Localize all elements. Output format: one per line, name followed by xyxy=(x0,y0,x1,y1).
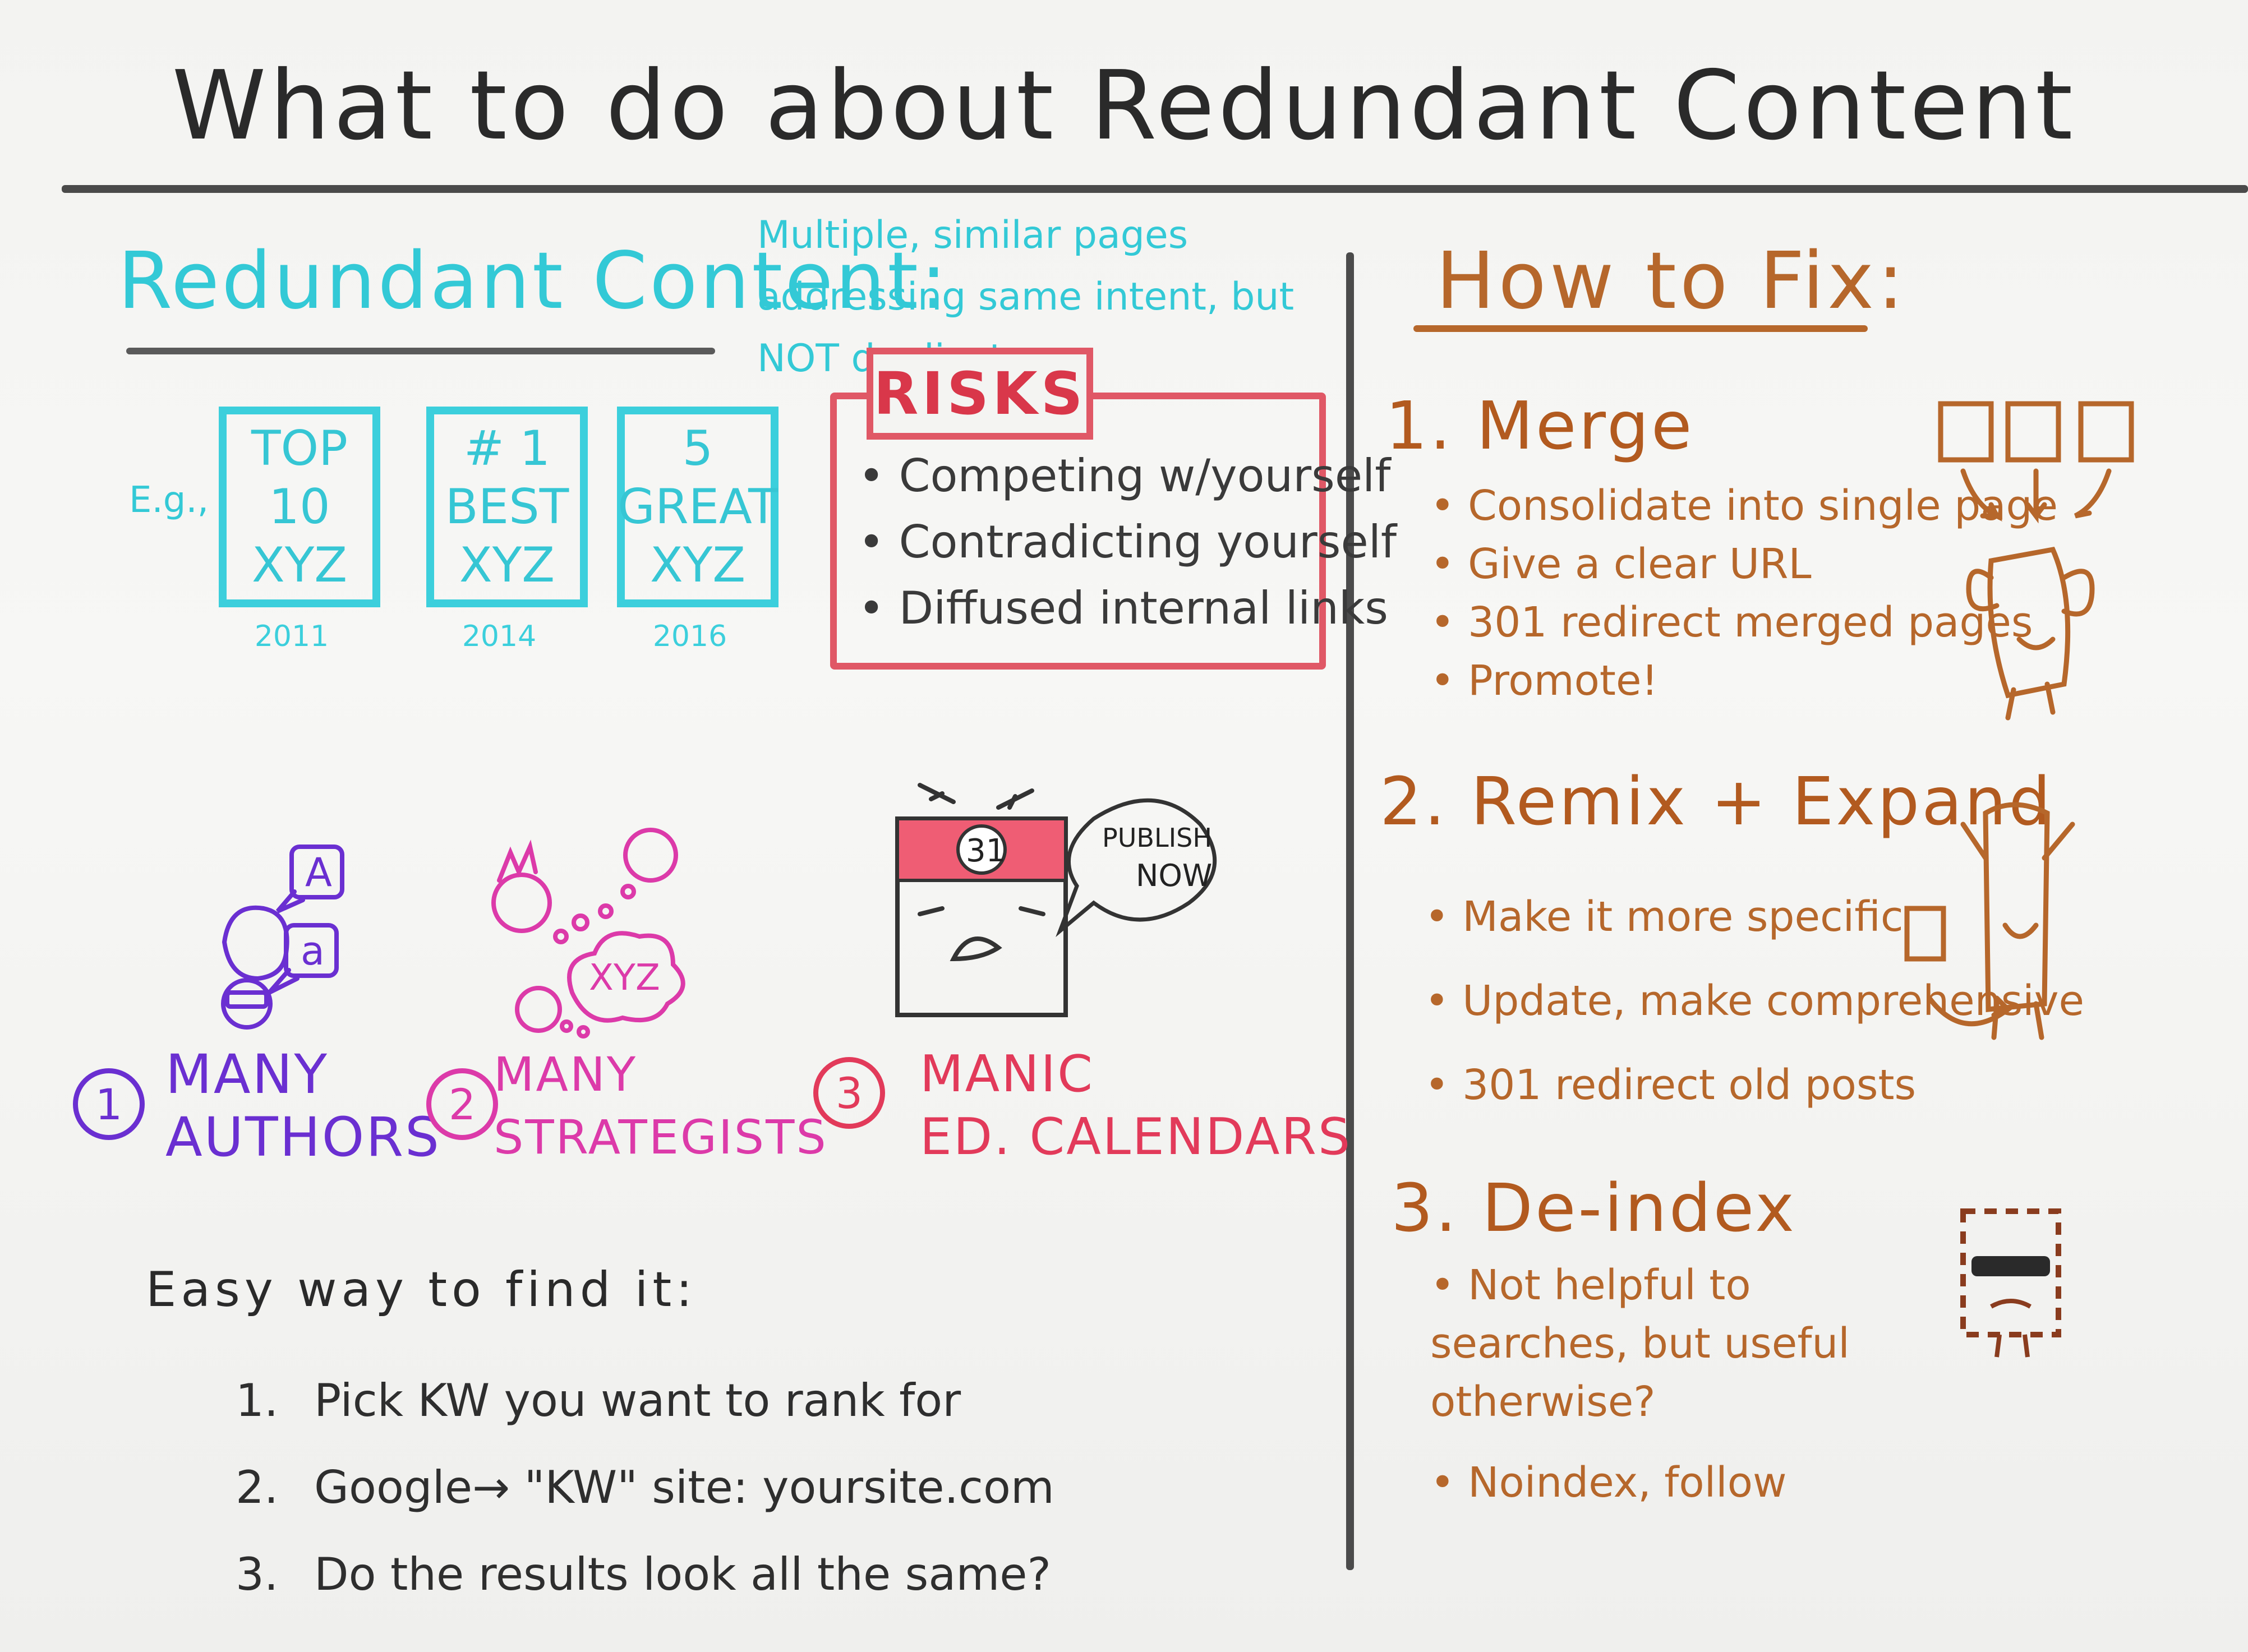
fix-heading: How to Fix: xyxy=(1436,236,1908,327)
example-1-line-3: XYZ xyxy=(251,537,348,593)
example-3-line-3: XYZ xyxy=(649,537,746,593)
examples-label: E.g., xyxy=(129,479,209,521)
risks-heading: RISKS xyxy=(867,348,1093,440)
easy-step-3: 3. Do the results look all the same? xyxy=(236,1531,1054,1618)
cause-2-line-2: STRATEGISTS xyxy=(494,1110,828,1165)
easy-step-1-text: Pick KW you want to rank for xyxy=(314,1374,961,1427)
cause-3-line-1: MANIC xyxy=(920,1045,1094,1104)
fix-deindex-item-1: Not helpful to searches, but useful othe… xyxy=(1430,1256,1935,1431)
example-1-line-2: 10 xyxy=(269,479,330,535)
risk-item-2: Contradicting yourself xyxy=(858,509,1397,575)
example-2-line-2: BEST xyxy=(445,479,569,535)
risks-list: Competing w/yourself Contradicting yours… xyxy=(858,443,1397,642)
fix-deindex-item-2: Noindex, follow xyxy=(1430,1453,1935,1512)
example-2-line-1: # 1 xyxy=(463,421,551,477)
example-1-year: 2011 xyxy=(254,620,329,653)
definition-heading: Redundant Content: xyxy=(118,236,950,327)
example-box-2: # 1 BEST XYZ xyxy=(426,407,588,607)
easy-step-2-num: 2. xyxy=(236,1461,279,1513)
fix-merge-item-1: Consolidate into single page xyxy=(1430,477,2058,535)
easy-step-2-text: Google→ "KW" site: yoursite.com xyxy=(314,1461,1054,1513)
easy-heading: Easy way to find it: xyxy=(146,1262,697,1318)
cause-2-text: MANY STRATEGISTS xyxy=(494,1043,828,1169)
bubble-a-upper: A xyxy=(305,850,332,896)
example-2-year: 2014 xyxy=(462,620,537,653)
cause-1-text: MANY AUTHORS xyxy=(165,1043,441,1169)
example-box-1: TOP 10 XYZ xyxy=(219,407,380,607)
definition-underline xyxy=(126,348,715,354)
example-box-3: 5 GREAT XYZ xyxy=(617,407,778,607)
fix-underline xyxy=(1413,325,1868,332)
fix-deindex-list: Not helpful to searches, but useful othe… xyxy=(1430,1256,1935,1512)
easy-step-1: 1. Pick KW you want to rank for xyxy=(236,1357,1054,1444)
remix-drawing-icon xyxy=(1904,802,2075,1040)
deindex-drawing-icon xyxy=(1960,1208,2061,1358)
speech-line-1: PUBLISH xyxy=(1102,823,1212,853)
speech-line-2: NOW xyxy=(1136,858,1212,893)
cause-1-number: 1 xyxy=(73,1068,145,1140)
cloud-text: XYZ xyxy=(589,957,660,999)
fix-merge-item-4: Promote! xyxy=(1430,652,2058,710)
fix-merge-list: Consolidate into single page Give a clea… xyxy=(1430,477,2058,710)
cause-3-line-2: ED. CALENDARS xyxy=(920,1108,1352,1166)
cause-1-line-2: AUTHORS xyxy=(165,1106,441,1169)
calendar-drawing-icon: 31 PUBLISH NOW xyxy=(895,783,1217,1017)
easy-step-3-text: Do the results look all the same? xyxy=(314,1548,1051,1600)
fix-remix-title: 2. Remix + Expand xyxy=(1380,763,2053,840)
easy-step-1-num: 1. xyxy=(236,1374,279,1427)
authors-drawing-icon: A a xyxy=(221,845,344,1030)
easy-steps: 1. Pick KW you want to rank for 2. Google→… xyxy=(236,1357,1054,1618)
easy-step-3-num: 3. xyxy=(236,1548,279,1600)
board-title: What to do about Redundant Content xyxy=(172,50,2076,161)
example-2-line-3: XYZ xyxy=(459,537,555,593)
easy-step-2: 2. Google→ "KW" site: yoursite.com xyxy=(236,1444,1054,1531)
fix-remix-item-2: Update, make comprehensive xyxy=(1425,959,2084,1043)
example-3-line-1: 5 xyxy=(682,421,713,477)
fix-remix-list: Make it more specific Update, make compr… xyxy=(1425,875,2084,1127)
fix-remix-item-3: 301 redirect old posts xyxy=(1425,1043,2084,1127)
risk-item-3: Diffused internal links xyxy=(858,575,1397,642)
cause-1-line-1: MANY xyxy=(165,1043,329,1106)
top-divider-line xyxy=(62,185,2248,193)
cause-3-number: 3 xyxy=(813,1057,885,1129)
risk-item-1: Competing w/yourself xyxy=(858,443,1397,509)
calendar-day: 31 xyxy=(966,833,1006,869)
example-3-year: 2016 xyxy=(652,620,727,653)
cause-2-line-1: MANY xyxy=(494,1047,638,1102)
strategists-drawing-icon: XYZ xyxy=(491,828,685,1039)
fix-merge-item-3: 301 redirect merged pages xyxy=(1430,593,2058,652)
merge-drawing-icon xyxy=(1938,401,2134,721)
cause-2-number: 2 xyxy=(426,1068,498,1140)
fix-remix-item-1: Make it more specific xyxy=(1425,875,2084,959)
fix-merge-title: 1. Merge xyxy=(1385,387,1694,464)
fix-merge-item-2: Give a clear URL xyxy=(1430,535,2058,593)
fix-deindex-title: 3. De-index xyxy=(1391,1169,1796,1247)
cause-3-text: MANIC ED. CALENDARS xyxy=(920,1043,1352,1169)
example-1-line-1: TOP xyxy=(251,421,348,477)
bubble-a-lower: a xyxy=(301,928,325,974)
example-3-line-2: GREAT xyxy=(618,479,778,535)
